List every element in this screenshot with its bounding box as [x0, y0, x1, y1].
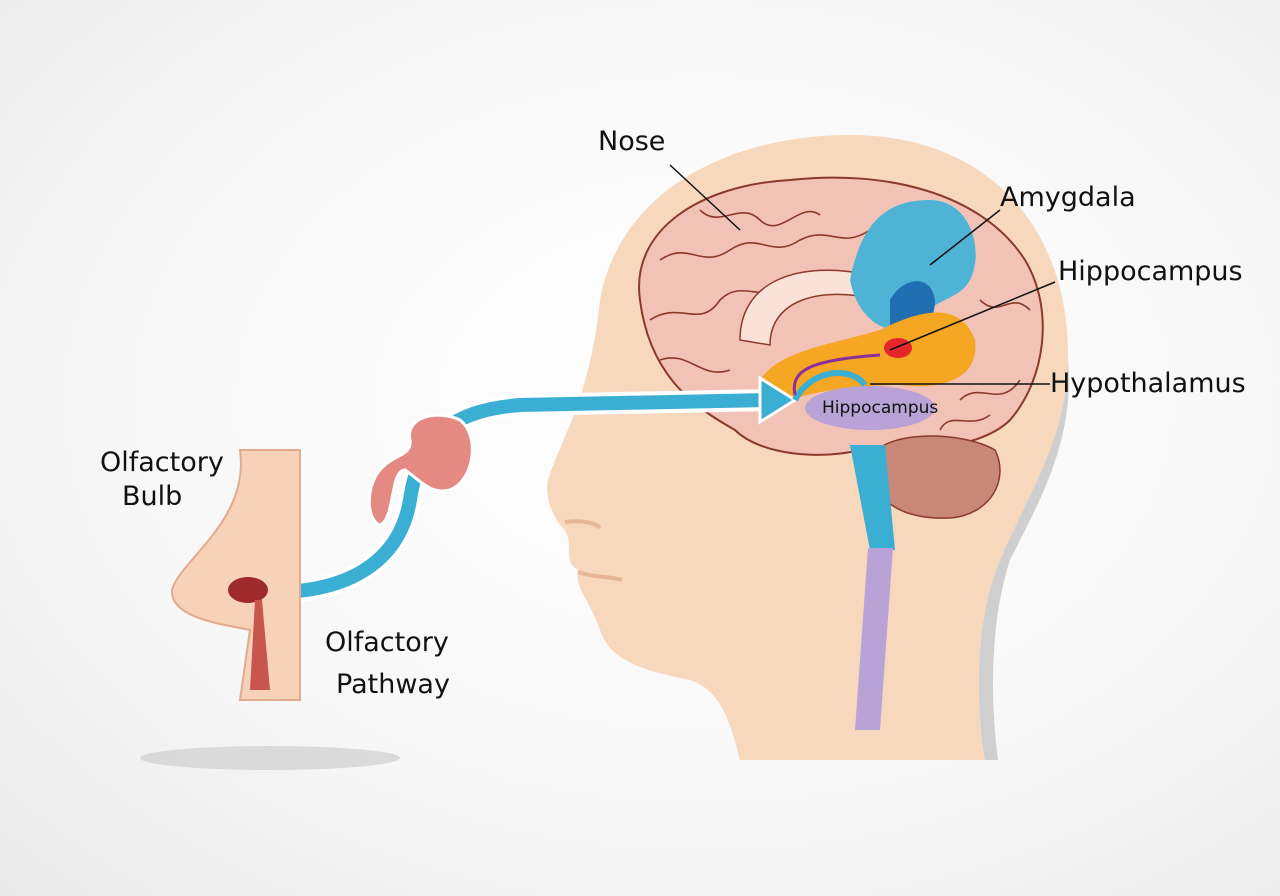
nose-shadow: [140, 746, 400, 770]
olfactory-bulb: [367, 413, 474, 527]
label-olfactory-pathway-2: Pathway: [336, 669, 450, 700]
amygdala-region: [850, 200, 976, 330]
inner-pathway: [792, 370, 868, 402]
head-shadow: [978, 360, 1069, 760]
spinal-cord: [855, 548, 893, 730]
lip-line: [564, 519, 602, 530]
nasal-passage: [250, 600, 270, 690]
label-olfactory-bulb-2: Bulb: [122, 481, 183, 512]
hippocampus-region: [805, 386, 935, 430]
label-inner-hippocampus: Hippocampus: [822, 398, 939, 418]
red-region: [884, 338, 912, 358]
mouth-line: [577, 570, 623, 582]
label-amygdala: Amygdala: [1000, 182, 1136, 213]
purple-tract: [792, 353, 881, 396]
nose: [170, 449, 301, 701]
nostril: [228, 577, 268, 603]
brainstem: [850, 445, 895, 550]
label-olfactory-bulb-1: Olfactory: [100, 447, 224, 478]
label-nose: Nose: [598, 126, 666, 157]
label-olfactory-pathway-1: Olfactory: [325, 627, 449, 658]
label-hypothalamus: Hypothalamus: [1050, 368, 1246, 399]
label-hippocampus: Hippocampus: [1058, 256, 1243, 287]
cerebellum: [869, 435, 1001, 519]
pathway-arrowhead: [758, 375, 798, 425]
leader-lines: [669, 164, 1056, 385]
